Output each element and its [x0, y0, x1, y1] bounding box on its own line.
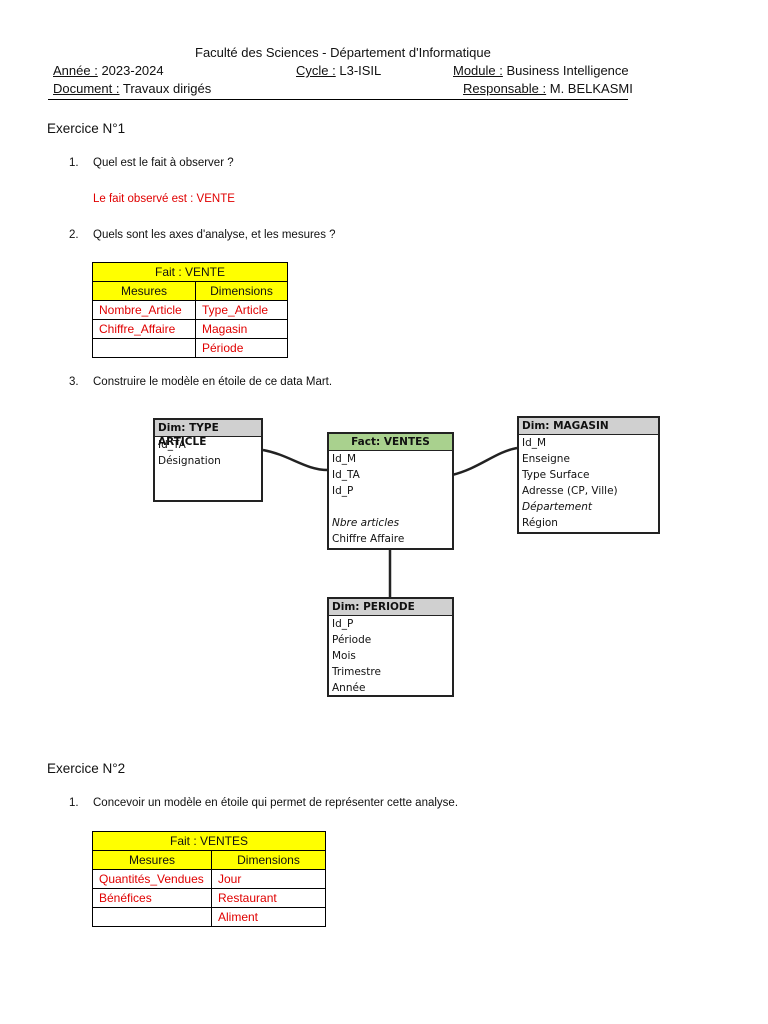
table-row: Bénéfices Restaurant: [92, 888, 326, 908]
ex2-q1-number: 1.: [69, 797, 79, 809]
document-row: Document : Travaux dirigés: [53, 81, 211, 96]
ex2-table-title: Fait : VENTES: [92, 831, 326, 851]
dim-periode-title: Dim: PERIODE: [329, 599, 452, 616]
ex1-q2-number: 2.: [69, 229, 79, 241]
table-row: Chiffre_Affaire Magasin: [92, 319, 288, 339]
institution-title: Faculté des Sciences - Département d'Inf…: [195, 45, 491, 60]
annee-row: Année : 2023-2024: [53, 63, 164, 78]
ex1-q3-text: Construire le modèle en étoile de ce dat…: [93, 376, 333, 388]
cycle-label: Cycle :: [296, 63, 336, 78]
fact-key: Id_P: [332, 485, 354, 497]
ex2-col-dimensions: Dimensions: [211, 850, 326, 870]
fact-ventes-title: Fact: VENTES: [329, 434, 452, 451]
dim-attribute: Désignation: [158, 455, 221, 467]
dim-magasin-title: Dim: MAGASIN: [519, 418, 658, 435]
fact-measure: Nbre articles: [332, 517, 400, 529]
ex1-q2-text: Quels sont les axes d'analyse, et les me…: [93, 229, 336, 241]
connector-type-article: [262, 448, 329, 472]
ex1-a1-text: Le fait observé est : VENTE: [93, 193, 235, 205]
fact-ventes-box: Fact: VENTES Id_M Id_TA Id_P Nbre articl…: [327, 432, 454, 550]
ex1-q1-number: 1.: [69, 157, 79, 169]
ex2-fact-table: Fait : VENTES Mesures Dimensions Quantit…: [92, 831, 326, 927]
ex2-cell: [92, 907, 212, 927]
table-row: Aliment: [92, 907, 326, 927]
dim-attribute: Id_TA: [158, 439, 186, 451]
dim-attribute: Adresse (CP, Ville): [522, 485, 618, 497]
module-label: Module :: [453, 63, 503, 78]
document-value: Travaux dirigés: [122, 81, 212, 96]
fact-measure: Chiffre Affaire: [332, 533, 405, 545]
fact-key: Id_TA: [332, 469, 360, 481]
dim-attribute: Région: [522, 517, 558, 529]
responsable-label: Responsable :: [463, 81, 547, 96]
dim-type-article-box: Dim: TYPE ARTICLE Id_TA Désignation: [153, 418, 263, 502]
ex1-fact-table: Fait : VENTE Mesures Dimensions Nombre_A…: [92, 262, 288, 358]
dim-attribute: Enseigne: [522, 453, 570, 465]
cycle-value: L3-ISIL: [339, 63, 382, 78]
dim-periode-box: Dim: PERIODE Id_P Période Mois Trimestre…: [327, 597, 454, 697]
ex2-cell: Bénéfices: [92, 888, 212, 908]
fact-key: Id_M: [332, 453, 357, 465]
document-label: Document :: [53, 81, 120, 96]
dim-attribute: Trimestre: [332, 666, 381, 678]
header-rule: [48, 99, 628, 100]
dim-magasin-box: Dim: MAGASIN Id_M Enseigne Type Surface …: [517, 416, 660, 534]
dim-type-article-title: Dim: TYPE ARTICLE: [155, 420, 261, 448]
table-row: Quantités_Vendues Jour: [92, 869, 326, 889]
ex1-title: Exercice N°1: [47, 121, 126, 136]
ex1-cell: Période: [195, 338, 288, 358]
ex2-cell: Restaurant: [211, 888, 326, 908]
annee-label: Année :: [53, 63, 98, 78]
ex2-title: Exercice N°2: [47, 761, 126, 776]
ex2-q1-text: Concevoir un modèle en étoile qui permet…: [93, 797, 459, 809]
table-row: Période: [92, 338, 288, 358]
module-row: Module : Business Intelligence: [453, 63, 629, 78]
ex1-q3-number: 3.: [69, 376, 79, 388]
ex1-cell: Chiffre_Affaire: [92, 319, 196, 339]
dim-attribute: Département: [522, 501, 592, 513]
ex2-cell: Quantités_Vendues: [92, 869, 212, 889]
cycle-row: Cycle : L3-ISIL: [296, 63, 381, 78]
connector-magasin: [451, 446, 518, 477]
dim-attribute: Type Surface: [522, 469, 590, 481]
responsable-value: M. BELKASMI: [549, 81, 633, 96]
module-value: Business Intelligence: [506, 63, 629, 78]
dim-attribute: Id_P: [332, 618, 354, 630]
dim-attribute: Id_M: [522, 437, 547, 449]
ex1-col-mesures: Mesures: [92, 281, 196, 301]
ex1-q1-text: Quel est le fait à observer ?: [93, 157, 234, 169]
ex1-table-title: Fait : VENTE: [92, 262, 288, 282]
ex2-col-mesures: Mesures: [92, 850, 212, 870]
dim-attribute: Période: [332, 634, 372, 646]
responsable-row: Responsable : M. BELKASMI: [463, 81, 633, 96]
ex2-cell: Aliment: [211, 907, 326, 927]
dim-attribute: Année: [332, 682, 366, 694]
annee-value: 2023-2024: [101, 63, 164, 78]
dim-attribute: Mois: [332, 650, 356, 662]
ex2-cell: Jour: [211, 869, 326, 889]
